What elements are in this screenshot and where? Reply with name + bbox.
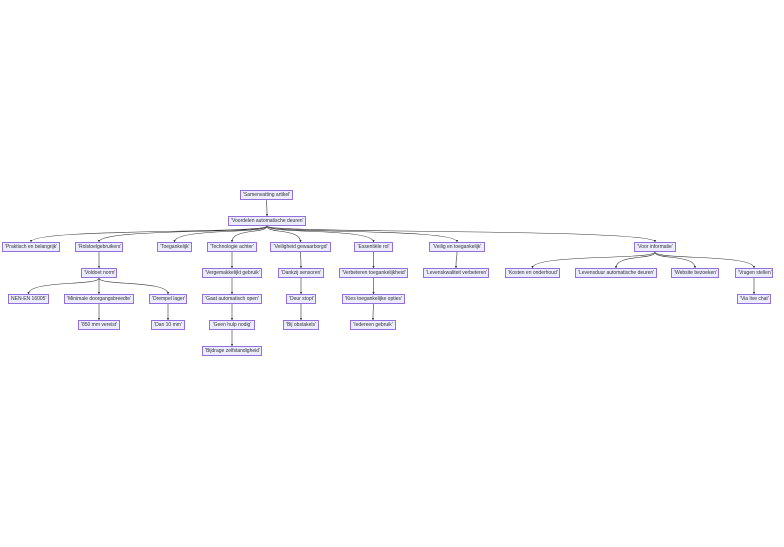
node-bij-obstakels: 'Bij obstakels' [283,320,319,330]
node-essentiele-rol: 'Essentiële rol' [354,242,393,252]
node-veiligheid-gewaarborgd: 'Veiligheid gewaarborgd' [270,242,331,252]
node-deur-stopt: 'Deur stopt' [286,294,316,304]
edge-norm-nen [27,277,100,295]
edge-main-essentiele [266,225,375,243]
edge-main-info [266,225,657,243]
edge-norm-drempel [98,277,170,295]
node-vragen-stellen: 'Vragen stellen' [735,268,773,278]
node-voor-informatie: 'Voor informatie' [634,242,676,252]
edge-main-veilig [266,225,459,243]
node-bijdrage-zelfstandigheid: 'Bijdrage zelfstandigheid' [202,346,262,356]
node-website-bezoeken: 'Website bezoeken' [671,268,719,278]
node-850-mm-vereist: '850 mm vereist' [78,320,120,330]
node-kosten-en-onderhoud: 'Kosten en onderhoud' [505,268,560,278]
node-veilig-en-toegankelijk: 'Veilig en toegankelijk' [429,242,485,252]
edge-veiligheid-sensoren [299,251,303,269]
node-samenvatting-artikel: 'Samenvatting artikel' [240,190,293,200]
node-levensduur-automatische-deuren: 'Levensduur automatische deuren' [575,268,657,278]
node-geen-hulp-nodig: 'Geen hulp nodig' [209,320,255,330]
edge-main-praktisch [29,225,268,243]
edge-kies-iedereen [371,303,375,321]
node-via-live-chat: 'Via live chat' [737,294,771,304]
edge-main-rolstoel [97,225,268,243]
node-iedereen-gebruik: 'Iedereen gebruik' [350,320,396,330]
node-drempel-lager: 'Drempel lager' [149,294,187,304]
node-voordelen-automatische-deuren: 'Voordelen automatische deuren' [228,216,306,226]
edge-info-kosten [531,251,656,269]
edge-main-toegankelijk [173,225,268,243]
node-minimale-doorgangsbreedte: 'Minimale doorgangsbreedte' [64,294,134,304]
node-praktisch-en-belangrijk: 'Praktisch en belangrijk' [2,242,60,252]
edge-root-main [265,199,269,217]
node-technologie-achter: 'Technologie achter' [207,242,257,252]
edge-info-vragen [654,251,756,269]
node-kies-toegankelijke-opties: 'Kies toegankelijke opties' [342,294,405,304]
node-levenskwaliteit-verbeteren: 'Levenskwaliteit verbeteren' [423,268,489,278]
node-verbeteren-toegankelijkheid: 'Verbeteren toegankelijkheid' [339,268,408,278]
edge-veilig-leven [454,251,458,269]
node-vergemakkelijkt-gebruik: 'Vergemakkelijkt gebruik' [202,268,262,278]
node-gaat-automatisch-open: 'Gaat automatisch open' [202,294,262,304]
node-toegankelijk: 'Toegankelijk' [157,242,192,252]
node-voldoet-norm: 'Voldoet norm' [81,268,117,278]
node-dankzij-sensoren: 'Dankzij sensoren' [278,268,324,278]
node-nen-en-16005: NEN-EN 16005' [8,294,49,304]
node-dan-10-mm: 'Dan 10 mm' [151,320,185,330]
node-rolstoelgebruikers: 'Rolstoelgebruikers' [75,242,123,252]
